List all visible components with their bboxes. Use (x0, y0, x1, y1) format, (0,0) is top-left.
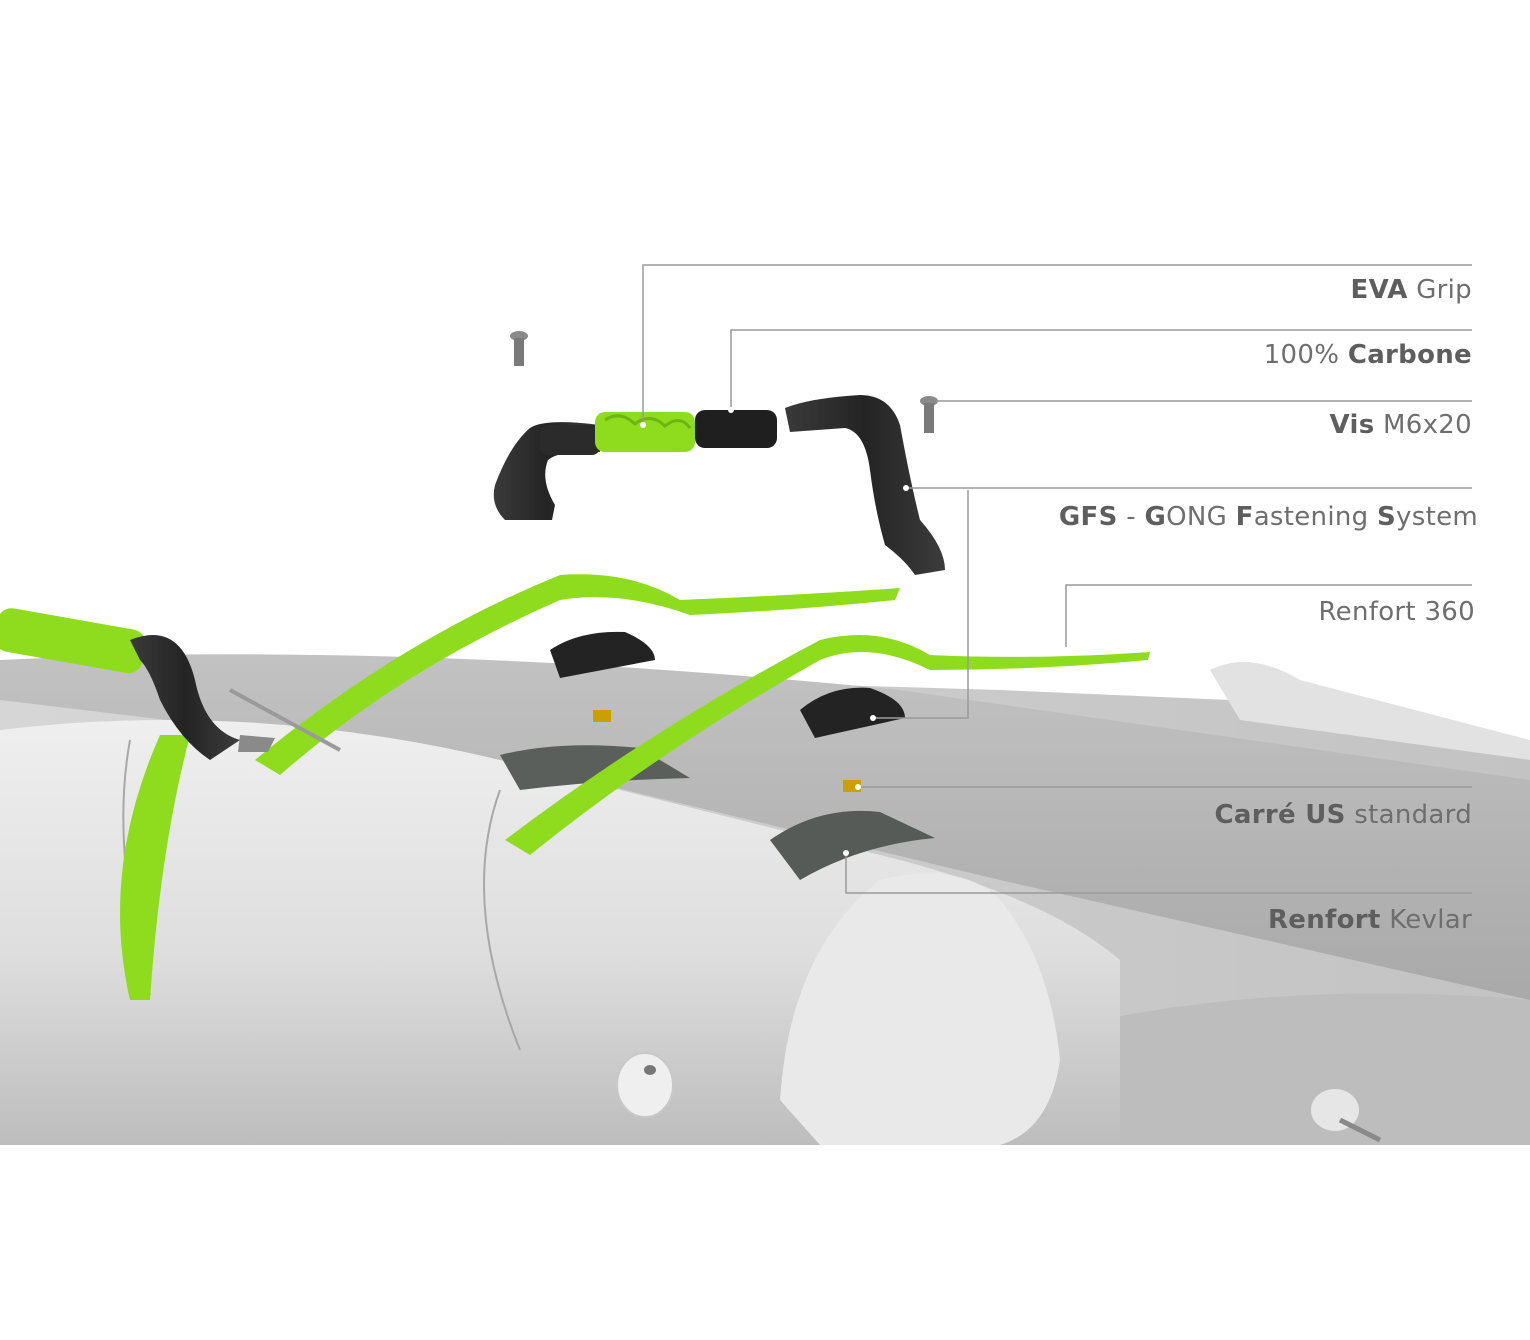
label-carbone: 100% Carbone (1264, 340, 1472, 370)
carbon-handle (494, 395, 945, 575)
label-part: Kevlar (1381, 905, 1472, 935)
label-part: standard (1346, 800, 1472, 830)
label-part: 100% (1264, 340, 1348, 370)
label-eva-grip: EVA Grip (1351, 275, 1472, 305)
label-part: ystem (1396, 502, 1478, 532)
label-part: M6x20 (1374, 410, 1472, 440)
label-part: GFS (1059, 502, 1118, 532)
label-renfort-kevlar: Renfort Kevlar (1268, 905, 1472, 935)
label-part: Carré US (1215, 800, 1346, 830)
label-renfort-360: Renfort 360 (1318, 597, 1475, 627)
label-part: Vis (1330, 410, 1375, 440)
label-part: Grip (1408, 275, 1472, 305)
label-part: S (1377, 502, 1396, 532)
label-part: Renfort 360 (1318, 597, 1475, 627)
label-part: ONG (1166, 502, 1236, 532)
label-part: G (1144, 502, 1166, 532)
label-part: astening (1254, 502, 1377, 532)
label-part: - (1118, 502, 1145, 532)
label-part: F (1236, 502, 1254, 532)
label-carre-us: Carré US standard (1215, 800, 1473, 830)
label-vis: Vis M6x20 (1330, 410, 1472, 440)
label-part: Carbone (1348, 340, 1472, 370)
label-part: Renfort (1268, 905, 1381, 935)
label-gfs: GFS - GONG Fastening System (1059, 502, 1478, 532)
label-part: EVA (1351, 275, 1408, 305)
